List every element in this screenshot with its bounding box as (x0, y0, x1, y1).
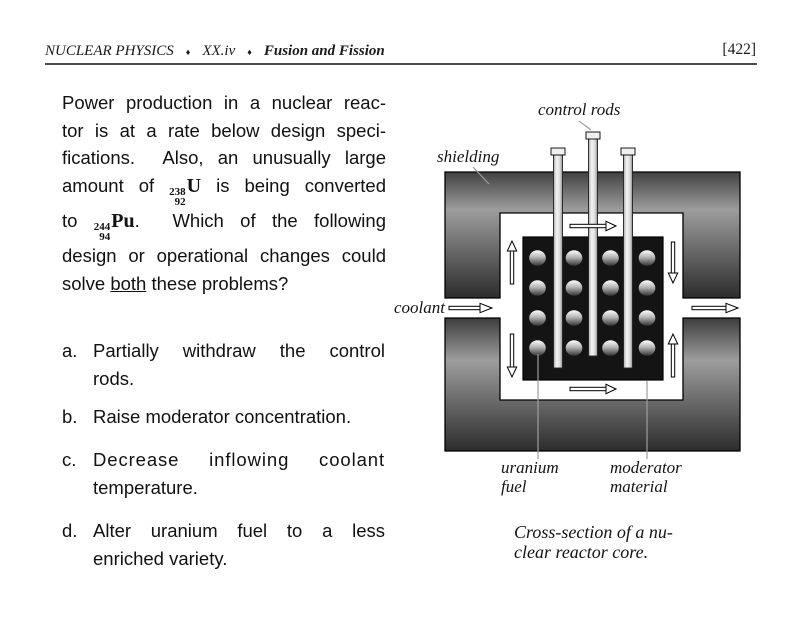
control-rods-leader (578, 120, 592, 131)
uranium-fuel-pellets (529, 250, 656, 356)
coolant-outlet-arrow (691, 302, 740, 314)
uranium-fuel-label: uranium fuel (501, 458, 559, 496)
shielding-leader (472, 166, 490, 185)
control-rods-graphic (550, 131, 636, 369)
option-b: b. Raise moderator concentration. (62, 403, 385, 431)
question-line: design or operational changes could (62, 245, 386, 267)
coolant-inlet-arrow (448, 302, 494, 314)
option-d: d. Alter uranium fuel to a less enriched… (62, 517, 385, 572)
flow-arrow-lower-right-up (667, 332, 679, 378)
option-letter: c. (62, 449, 77, 470)
flow-arrow-lower-left-down (506, 333, 518, 379)
coolant-flow-arrows (448, 220, 740, 395)
option-text: Raise moderator concentration. (93, 406, 352, 427)
option-letter: d. (62, 520, 78, 541)
option-text: Alter uranium fuel to a less enriched va… (93, 520, 385, 569)
figure-caption: Cross-section of a nu- clear reactor cor… (514, 522, 673, 562)
header-course-title: NUCLEAR PHYSICS (45, 43, 174, 59)
flow-arrow-upper-right-down (667, 241, 679, 285)
header-chapter-topic: Fusion and Fission (263, 43, 385, 59)
coolant-label: coolant (394, 298, 445, 317)
flow-arrow-bottom-right (569, 383, 618, 395)
header-divider (45, 63, 757, 65)
option-text: Decrease inflowing coolant temperature. (93, 449, 385, 498)
question-line: fications. Also, an unusually large (62, 147, 386, 168)
moderator-material-label: moderator material (610, 458, 682, 496)
question-text: Power production in a nuclear reac- tor … (62, 89, 386, 297)
page-number: [422] (722, 41, 756, 58)
page-header: NUCLEAR PHYSICS ♦ XX.iv ♦ Fusion and Fis… (45, 43, 757, 60)
option-letter: a. (62, 340, 78, 361)
option-a: a. Partially withdraw the control rods. (62, 337, 385, 392)
question-line: tor is at a rate below design speci- (62, 119, 386, 141)
diamond-icon: ♦ (185, 46, 191, 57)
shielding-label: shielding (437, 147, 500, 166)
option-c: c. Decrease inflowing coolant temperatur… (62, 446, 385, 501)
question-line: Power production in a nuclear reac- (62, 92, 386, 113)
option-text: Partially withdraw the control rods. (93, 340, 385, 389)
underlined-both: both (110, 272, 147, 294)
shielding-blocks (444, 171, 741, 452)
control-rods-label: control rods (538, 100, 621, 119)
question-line: solve both these problems? (62, 272, 289, 294)
header-section-number: XX.iv (202, 43, 236, 59)
flow-arrow-top-right (569, 220, 618, 232)
option-letter: b. (62, 406, 78, 427)
diamond-icon: ♦ (247, 46, 252, 57)
label-leader-lines (472, 120, 648, 459)
flow-arrow-upper-left-up (506, 239, 518, 285)
